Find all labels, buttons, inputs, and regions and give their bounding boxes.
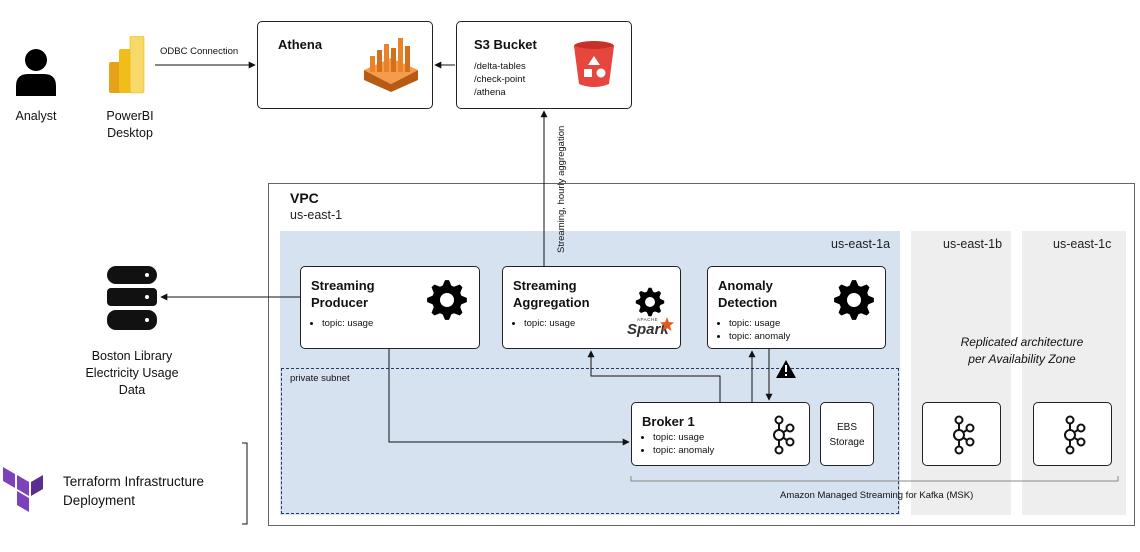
anomaly-title-line1: Anomaly	[718, 278, 773, 293]
powerbi-label-line1: PowerBI	[106, 109, 154, 123]
s3-paths: /delta-tables /check-point /athena	[474, 60, 526, 99]
zone-label-1a: us-east-1a	[831, 237, 891, 251]
replicated-note: Replicated architecture per Availability…	[940, 334, 1104, 368]
ebs-line1: EBS	[836, 422, 857, 433]
private-subnet-label: private subnet	[290, 373, 350, 384]
dataset-label: Boston Library Electricity Usage Data	[70, 348, 194, 399]
anomaly-topic-usage: topic: usage	[729, 317, 790, 330]
aggregation-topic-usage: topic: usage	[524, 317, 575, 330]
analyst-label: Analyst	[15, 109, 57, 123]
dataset-line2: Electricity Usage	[85, 366, 179, 380]
terraform-line1: Terraform Infrastructure	[63, 474, 205, 489]
terraform-line2: Deployment	[63, 493, 136, 508]
s3-path-checkpoint: /check-point	[474, 74, 526, 85]
spark-small-label: APACHE	[637, 317, 659, 322]
gear-hole	[440, 293, 454, 307]
gear-icon	[635, 287, 665, 322]
broker-box[interactable]: Broker 1 topic: usage topic: anomaly	[631, 402, 810, 466]
anomaly-title-line2: Detection	[718, 295, 778, 310]
gear-hole	[847, 293, 861, 307]
anomaly-topics: topic: usage topic: anomaly	[718, 317, 790, 343]
zone-us-east-1b-bg	[911, 231, 1011, 515]
athena-icon	[362, 36, 420, 97]
streaming-edge-label: Streaming, hourly aggregation	[556, 125, 567, 253]
s3-bucket-icon	[573, 40, 615, 93]
gear-hole	[645, 297, 655, 307]
athena-title: Athena	[278, 37, 323, 52]
producer-title-line1: Streaming	[311, 278, 375, 293]
anomaly-topic-anomaly: topic: anomaly	[729, 330, 790, 343]
kafka-node	[1065, 445, 1075, 455]
kafka-node	[953, 429, 965, 441]
streaming-producer-box[interactable]: Streaming Producer topic: usage	[300, 266, 480, 349]
kafka-node	[1065, 415, 1075, 425]
ebs-storage-box[interactable]: EBS Storage	[820, 402, 874, 466]
terraform-label: Terraform Infrastructure Deployment	[63, 472, 204, 510]
broker-title: Broker 1	[642, 414, 695, 429]
powerbi-label: PowerBI Desktop	[96, 108, 164, 142]
ebs-line2: Storage	[829, 437, 865, 448]
gear-icon	[833, 279, 875, 326]
kafka-node	[954, 445, 964, 455]
replicated-line1: Replicated architecture	[960, 335, 1084, 349]
aggregation-title: Streaming Aggregation	[513, 277, 590, 311]
s3-title: S3 Bucket	[474, 37, 537, 52]
s3-box[interactable]: S3 Bucket /delta-tables /check-point /at…	[456, 21, 632, 109]
producer-title-line2: Producer	[311, 295, 369, 310]
kafka-node	[965, 437, 975, 447]
kafka-node	[774, 445, 784, 455]
kafka-node	[1076, 437, 1086, 447]
terraform-bracket	[242, 442, 248, 525]
producer-topic-usage: topic: usage	[322, 317, 373, 330]
anomaly-detection-box[interactable]: Anomaly Detection topic: usage topic: an…	[707, 266, 886, 349]
aggregation-title-line2: Aggregation	[513, 295, 590, 310]
powerbi-icon	[109, 35, 151, 99]
dataset-line1: Boston Library	[91, 349, 173, 363]
replicated-line2: per Availability Zone	[968, 352, 1076, 366]
database-icon	[107, 266, 157, 335]
spark-label: Spark	[627, 321, 669, 338]
producer-topics: topic: usage	[311, 317, 373, 330]
vpc-region: us-east-1	[290, 208, 343, 222]
zone-label-1c: us-east-1c	[1053, 237, 1112, 251]
kafka-icon	[950, 415, 976, 460]
kafka-icon	[1061, 415, 1087, 460]
broker-topic-usage: topic: usage	[653, 431, 714, 444]
broker-box-1c[interactable]	[1033, 402, 1112, 466]
kafka-node	[773, 429, 785, 441]
terraform-icon	[3, 467, 43, 518]
streaming-aggregation-box[interactable]: Streaming Aggregation topic: usage APACH…	[502, 266, 681, 349]
producer-title: Streaming Producer	[311, 277, 375, 311]
kafka-node	[1076, 423, 1086, 433]
vpc-boundary	[268, 183, 1135, 526]
kafka-icon	[770, 415, 796, 460]
kafka-node	[954, 415, 964, 425]
s3-path-athena: /athena	[474, 87, 506, 98]
kafka-node	[785, 437, 795, 447]
kafka-node	[785, 423, 795, 433]
odbc-label: ODBC Connection	[160, 46, 239, 57]
anomaly-title: Anomaly Detection	[718, 277, 777, 311]
powerbi-label-line2: Desktop	[107, 126, 153, 140]
kafka-node	[774, 415, 784, 425]
aggregation-topics: topic: usage	[513, 317, 575, 330]
broker-topics: topic: usage topic: anomaly	[642, 431, 714, 457]
gear-icon	[426, 279, 468, 326]
msk-label: Amazon Managed Streaming for Kafka (MSK)	[780, 490, 974, 501]
kafka-node	[965, 423, 975, 433]
dataset-line3: Data	[118, 383, 146, 397]
kafka-node	[1064, 429, 1076, 441]
vpc-title: VPC	[290, 190, 319, 206]
zone-us-east-1c-bg	[1022, 231, 1126, 515]
zone-label-1b: us-east-1b	[943, 237, 1003, 251]
broker-box-1b[interactable]	[922, 402, 1001, 466]
broker-topic-anomaly: topic: anomaly	[653, 444, 714, 457]
athena-box[interactable]: Athena	[257, 21, 433, 109]
aggregation-title-line1: Streaming	[513, 278, 577, 293]
s3-path-delta: /delta-tables	[474, 61, 526, 72]
ebs-label: EBS Storage	[821, 420, 873, 450]
person-icon	[14, 48, 58, 101]
